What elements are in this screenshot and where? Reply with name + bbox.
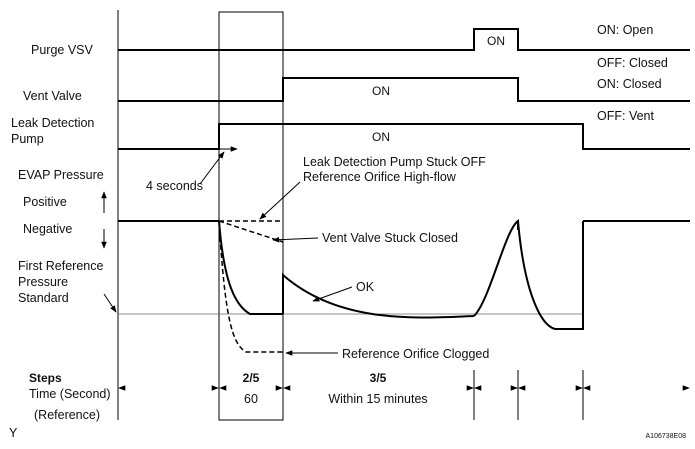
vent-valve-label: Vent Valve (23, 89, 82, 103)
purge-on-label: ON (487, 34, 505, 48)
evap-ok-curve (282, 272, 475, 319)
reference-label: (Reference) (34, 408, 100, 422)
step-3-time-label: Within 15 minutes (328, 392, 427, 406)
four-seconds-annotation: 4 seconds (146, 179, 203, 193)
orifice-high-flow-annotation: Reference Orifice High-flow (303, 170, 457, 184)
pump-on-label: ON (372, 130, 390, 144)
first-reference-label-line3: Standard (18, 291, 69, 305)
vent-stuck-closed-leader (272, 236, 319, 243)
step-2-window-frame (218, 11, 284, 421)
leak-pump-label-line1: Leak Detection (11, 116, 94, 130)
vent-stuck-closed-dashed-line (218, 220, 284, 243)
legend-purge-on: ON: Open (597, 23, 653, 37)
negative-label: Negative (23, 222, 72, 236)
evap-purge-recovery-curve (473, 219, 519, 317)
positive-label: Positive (23, 195, 67, 209)
steps-label: Steps (29, 371, 62, 385)
purge-vsv-label: Purge VSV (31, 43, 94, 57)
ok-leader (312, 286, 353, 302)
orifice-clogged-dashed-curve (218, 220, 283, 353)
evap-pressure-label: EVAP Pressure (18, 168, 104, 182)
first-reference-label-line2: Pressure (18, 275, 68, 289)
corner-mark: Y (9, 426, 18, 440)
pump-stuck-off-annotation: Leak Detection Pump Stuck OFF (303, 155, 486, 169)
figure-id: A106738E08 (646, 433, 687, 440)
vent-valve-signal (118, 77, 690, 102)
step-2-label: 2/5 (243, 371, 260, 385)
evap-reference-measurement-curve (218, 220, 283, 315)
pump-stuck-off-leader (259, 181, 301, 220)
purge-vsv-signal (118, 28, 690, 51)
ok-annotation: OK (356, 280, 375, 294)
legend-vent-on: ON: Closed (597, 77, 662, 91)
orifice-clogged-annotation: Reference Orifice Clogged (342, 347, 489, 361)
legend-vent-off: OFF: Vent (597, 109, 654, 123)
vent-on-label: ON (372, 84, 390, 98)
four-seconds-leader (199, 151, 225, 185)
leak-pump-signal (118, 123, 690, 150)
vent-stuck-closed-annotation: Vent Valve Stuck Closed (322, 231, 458, 245)
evap-final-check-curve (517, 220, 584, 330)
first-reference-label-line1: First Reference (18, 259, 103, 273)
time-label: Time (Second) (29, 387, 111, 401)
reference-standard-arrow (103, 293, 117, 313)
leak-pump-label-line2: Pump (11, 132, 44, 146)
step-2-time-label: 60 (244, 392, 258, 406)
step-3-label: 3/5 (370, 371, 387, 385)
legend-purge-off: OFF: Closed (597, 56, 668, 70)
